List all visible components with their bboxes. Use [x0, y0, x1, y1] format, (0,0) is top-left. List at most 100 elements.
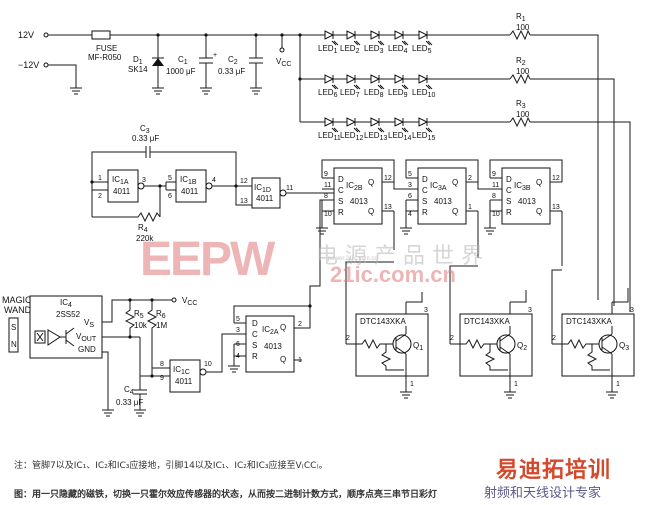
wand-label-1: MAGIC	[2, 295, 32, 305]
led-11: LED11	[318, 117, 341, 142]
svg-text:4: 4	[408, 211, 412, 218]
ic1b-ref: IC1B	[180, 175, 197, 186]
svg-text:12: 12	[552, 175, 560, 182]
c2-ref: C2	[228, 55, 238, 66]
c3-value: 0.33 μF	[132, 134, 159, 143]
led-9: LED9	[384, 74, 409, 99]
svg-text:9: 9	[324, 171, 328, 178]
svg-text:8: 8	[160, 361, 164, 368]
svg-text:1: 1	[468, 204, 472, 211]
svg-text:5: 5	[408, 171, 412, 178]
svg-text:C: C	[252, 330, 258, 339]
svg-text:6: 6	[168, 193, 172, 200]
svg-text:13: 13	[552, 204, 560, 211]
wand-label-2: WAND	[4, 305, 32, 315]
svg-text:S: S	[338, 197, 343, 206]
ic4-part: 2SS52	[56, 310, 81, 319]
led-label: LED9	[388, 88, 408, 99]
svg-text:10: 10	[204, 361, 212, 368]
brand-tagline: 射频和天线设计专家	[484, 486, 602, 501]
svg-text:R: R	[506, 208, 512, 217]
led-10: LED10	[408, 74, 435, 99]
svg-text:R: R	[252, 352, 258, 361]
ic1a-gate	[107, 169, 139, 203]
d1-part: SK14	[128, 65, 148, 74]
power-supply: 12V −12V FUSE MF-R050 D1 SK14 + C1 1000 …	[18, 30, 300, 95]
led-7: LED7	[338, 74, 361, 99]
svg-text:12: 12	[384, 175, 392, 182]
svg-text:D: D	[338, 175, 344, 184]
svg-text:N: N	[11, 340, 17, 349]
ic2a-part: 4013	[264, 342, 282, 351]
svg-text:2: 2	[468, 175, 472, 182]
svg-text:13: 13	[384, 204, 392, 211]
svg-text:C: C	[506, 186, 512, 195]
hall-sensor-section: MAGIC WAND S N IC4 2SS52 VS VOUT GND VCC…	[2, 199, 334, 417]
led-label: LED2	[340, 44, 360, 55]
fuse-part: MF-R050	[88, 53, 122, 62]
led-label: LED14	[388, 131, 411, 142]
d1-ref: D1	[133, 55, 143, 66]
transistor-part: DTC143XKA	[360, 317, 406, 326]
svg-text:R: R	[338, 208, 344, 217]
led-15: LED15	[408, 117, 435, 142]
svg-text:3: 3	[408, 182, 412, 189]
ic1a-part: 4011	[113, 187, 131, 196]
led-13: LED13	[360, 117, 387, 142]
resistor-ref: R3	[516, 99, 526, 110]
svg-text:Q: Q	[368, 178, 374, 187]
svg-text:10: 10	[324, 211, 332, 218]
led-label: LED7	[340, 88, 360, 99]
svg-text:Q: Q	[280, 323, 286, 332]
led-3: LED3	[360, 30, 385, 55]
svg-text:S: S	[252, 341, 257, 350]
led-5: LED5	[408, 30, 433, 55]
led-1: LED1	[318, 30, 339, 55]
resistor-value: 100	[516, 110, 530, 119]
flipflop-ref: IC3B	[514, 181, 531, 192]
led-2: LED2	[338, 30, 361, 55]
svg-text:D: D	[506, 175, 512, 184]
led-4: LED4	[384, 30, 409, 55]
svg-text:3: 3	[142, 177, 146, 184]
flipflop-ref: IC3A	[430, 181, 447, 192]
sensor-vcc: VCC	[182, 296, 197, 307]
led-6: LED6	[318, 74, 339, 99]
flip-flop-chain: DCSRQQIC2B40139118101213DCSRQQIC3A401353…	[316, 159, 563, 266]
svg-text:1: 1	[98, 175, 102, 182]
svg-text:9: 9	[160, 375, 164, 382]
led-label: LED5	[412, 44, 432, 55]
transistor-ref: Q1	[413, 341, 423, 352]
led-label: LED15	[412, 131, 435, 142]
svg-text:1: 1	[410, 381, 414, 388]
svg-text:2: 2	[98, 193, 102, 200]
svg-text:11: 11	[286, 185, 293, 192]
svg-text:1: 1	[616, 381, 620, 388]
fuse	[91, 30, 111, 40]
transistor-part: DTC143XKA	[464, 317, 510, 326]
ic1c-part: 4011	[175, 377, 193, 386]
magnet	[8, 317, 19, 353]
svg-text:8: 8	[324, 193, 328, 200]
c1-ref: C1	[178, 55, 188, 66]
svg-text:D: D	[422, 175, 428, 184]
ic4-ref: IC4	[60, 298, 72, 309]
ic4-pin-gnd: GND	[78, 345, 96, 354]
c4-ref: C4	[124, 385, 134, 396]
ic1a-ref: IC1A	[112, 175, 129, 186]
svg-text:5: 5	[168, 175, 172, 182]
ic1b-part: 4011	[181, 187, 199, 196]
brand-name: 易迪拓培训	[496, 458, 612, 483]
svg-text:11: 11	[324, 182, 331, 189]
svg-text:Q: Q	[536, 207, 542, 216]
ic1d-gate	[251, 177, 281, 209]
svg-text:6: 6	[408, 193, 412, 200]
svg-text:2: 2	[450, 335, 454, 342]
